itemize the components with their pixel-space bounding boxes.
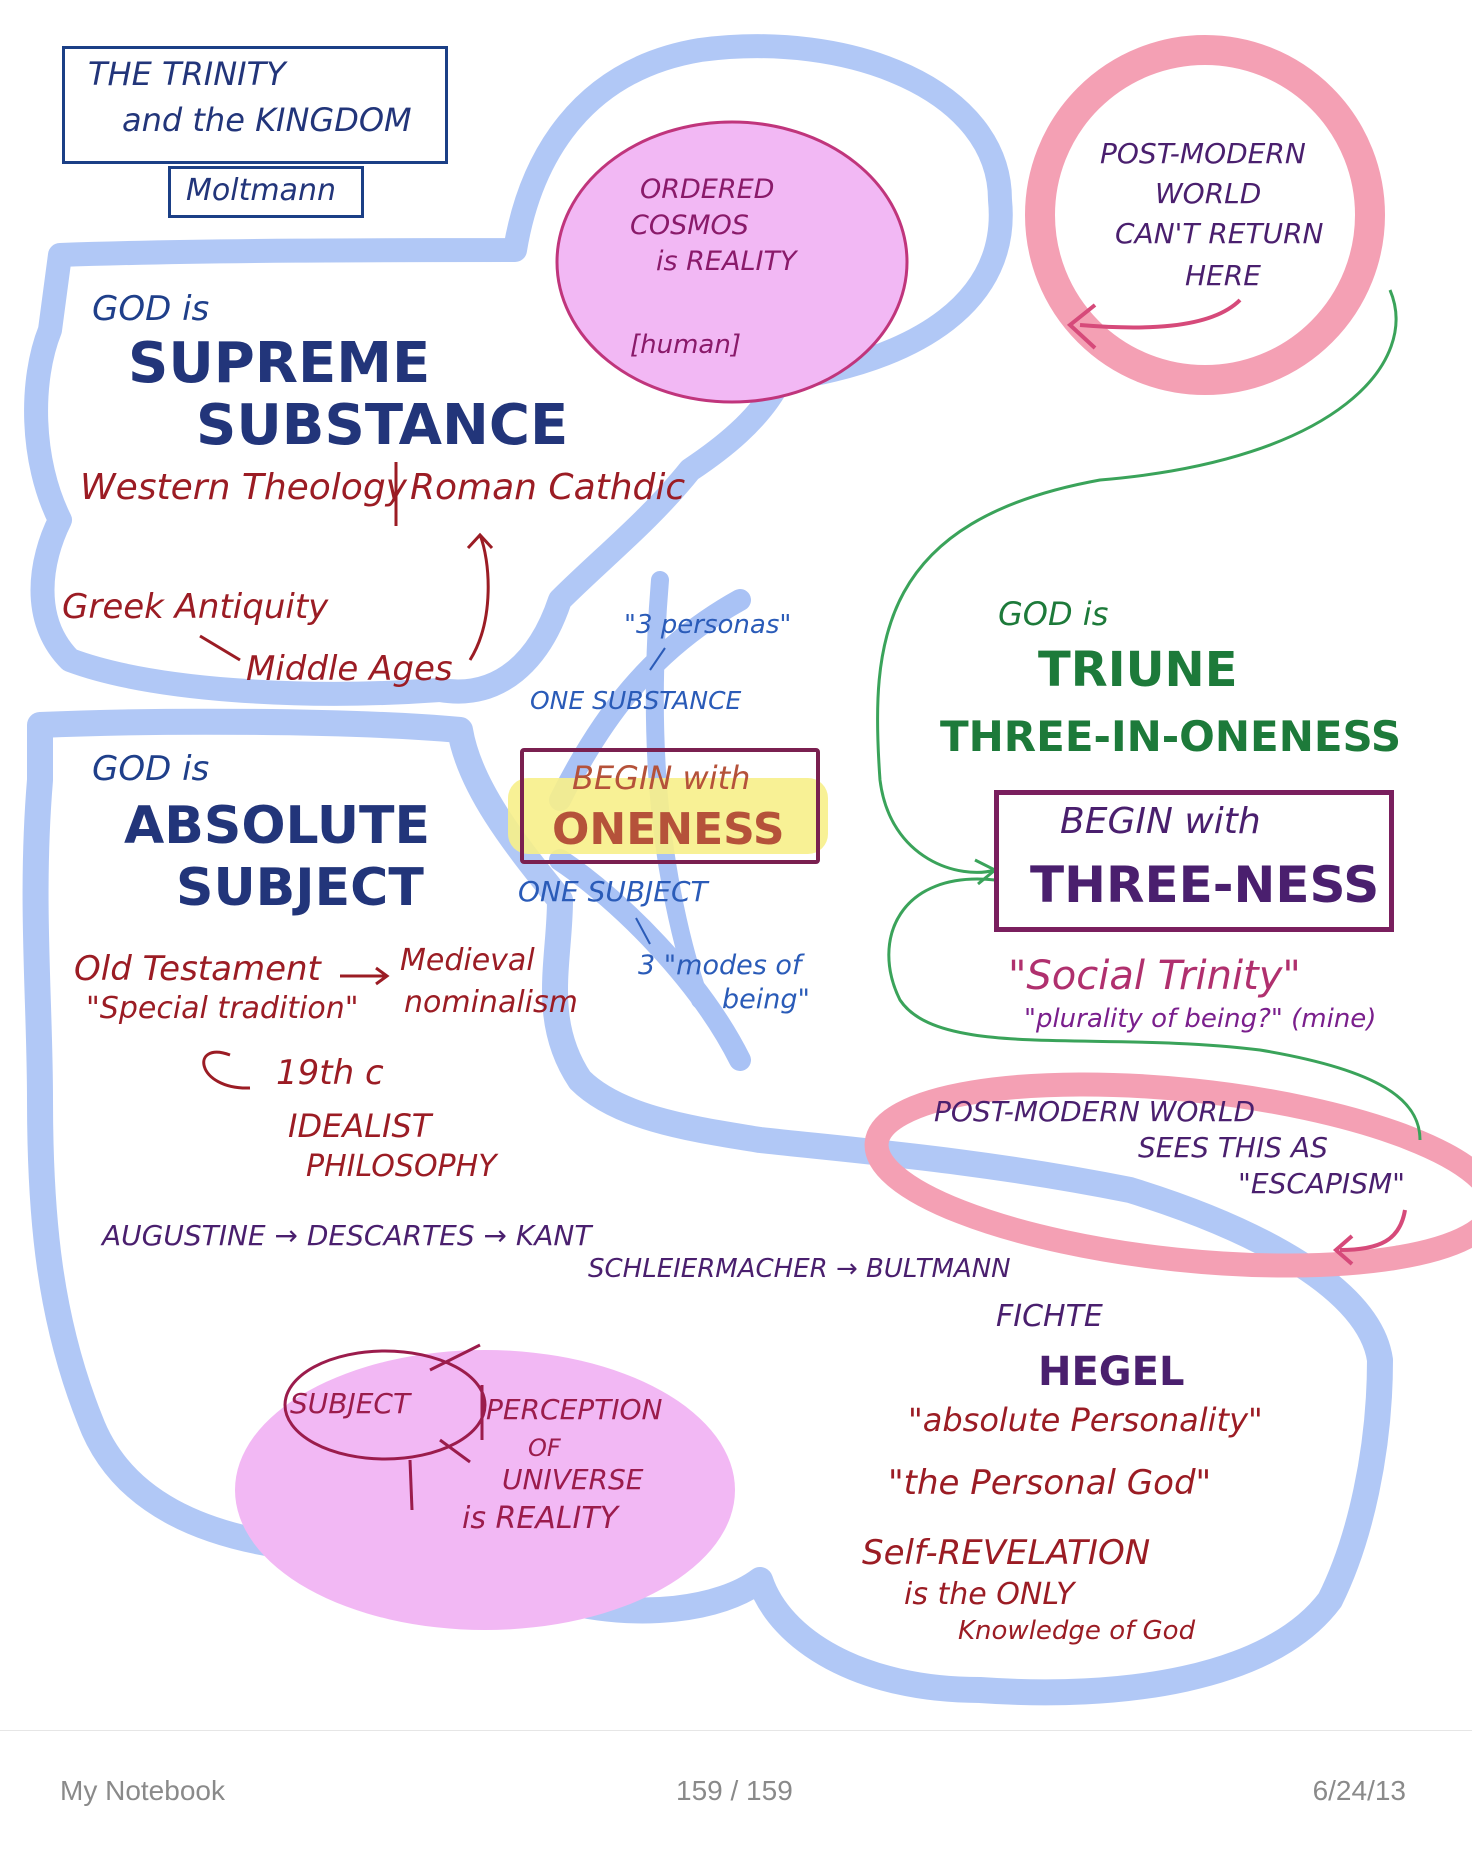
begin-threeness-box (994, 790, 1394, 932)
middle-ages: Middle Ages (246, 649, 453, 689)
blue-arrow-personas (649, 647, 666, 671)
philosophy: PHILOSOPHY (306, 1149, 497, 1184)
ordered-line2: COSMOS (630, 210, 749, 241)
subject-arrow-1 (429, 1343, 481, 1372)
triune-line2: THREE-IN-ONENESS (940, 712, 1402, 761)
blue-outline-bottom (22, 708, 1393, 1706)
begin-with-threeness-label: BEGIN with (1060, 801, 1261, 842)
knowledge-of-god: Knowledge of God (958, 1616, 1196, 1646)
self-revelation: Self-REVELATION (862, 1533, 1151, 1573)
blue-outline-top (24, 34, 1013, 706)
title-line2: and the KINGDOM (122, 101, 412, 139)
red-arrow-up (468, 534, 490, 661)
red-arrow-19 (202, 1050, 251, 1090)
ordered-line3: is REALITY (656, 246, 797, 277)
supreme-intro: GOD is (92, 289, 210, 329)
page-footer: My Notebook 159 / 159 6/24/13 (0, 1730, 1472, 1849)
notebook-name[interactable]: My Notebook (60, 1775, 225, 1806)
supreme-line2: SUBSTANCE (196, 393, 569, 458)
one-substance: ONE SUBSTANCE (530, 686, 742, 715)
subject-bubble-perception: PERCEPTION (486, 1393, 663, 1426)
sketch-drawing (22, 34, 1472, 1706)
nominalism: nominalism (404, 985, 578, 1020)
absolute-intro: GOD is (92, 749, 210, 789)
hegel: HEGEL (1038, 1349, 1185, 1395)
red-arrow-greek (199, 634, 241, 662)
green-curve-top (876, 289, 1398, 874)
subject-bubble-subject: SUBJECT (290, 1387, 411, 1420)
postmodern-top-line3: CAN'T RETURN (1115, 217, 1324, 250)
absolute-line1: ABSOLUTE (124, 796, 431, 856)
title-line1: THE TRINITY (88, 55, 286, 93)
is-the-only: is the ONLY (904, 1577, 1075, 1612)
oneness-label: ONENESS (552, 804, 785, 855)
blue-connector-1 (549, 589, 751, 811)
threeness-label: THREE-NESS (1030, 856, 1380, 914)
triune-intro: GOD is (998, 595, 1109, 633)
blue-arrow-modes (635, 917, 651, 945)
subject-bubble-universe: UNIVERSE (502, 1463, 644, 1496)
subject-loop (283, 1349, 487, 1461)
subject-arrow-2 (439, 1438, 471, 1464)
blue-connector-2 (549, 849, 751, 1071)
postmodern-ring-top (1025, 35, 1385, 395)
oneness-highlight (508, 778, 828, 854)
page-date: 6/24/13 (1312, 1775, 1406, 1806)
personal-god: "the Personal God" (888, 1463, 1212, 1503)
page-counter: 159 / 159 (676, 1775, 793, 1806)
fichte: FICHTE (996, 1299, 1103, 1334)
postmodern-top-line4: HERE (1185, 259, 1261, 292)
postmodern-top-line2: WORLD (1155, 177, 1262, 210)
green-curve-bottom (887, 877, 1422, 1141)
subject-bubble-reality: is REALITY (462, 1501, 619, 1536)
idealist: IDEALIST (288, 1107, 432, 1145)
postmodern-bottom-line1: POST-MODERN WORLD (934, 1095, 1256, 1128)
postmodern-top-line1: POST-MODERN (1100, 137, 1306, 170)
modes-being: being" (722, 984, 810, 1015)
old-testament: Old Testament (74, 949, 321, 989)
pink-arrow-bottom (1339, 1209, 1407, 1252)
three-personas: "3 personas" (624, 610, 792, 640)
social-trinity: "Social Trinity" (1008, 953, 1301, 999)
absolute-line2: SUBJECT (176, 858, 424, 918)
subject-bubble (235, 1350, 735, 1630)
plurality-of-being: "plurality of being?" (mine) (1024, 1004, 1377, 1034)
postmodern-bottom-line3: "ESCAPISM" (1238, 1167, 1406, 1200)
lineage-row2: SCHLEIERMACHER → BULTMANN (588, 1254, 1011, 1284)
subject-bubble-of: OF (528, 1434, 561, 1462)
ordered-note: [human] (630, 330, 741, 360)
begin-oneness-box (520, 748, 820, 864)
begin-with-oneness-label: BEGIN with (572, 759, 751, 797)
title-box (62, 46, 448, 164)
author-name: Moltmann (186, 173, 336, 208)
special-tradition: "Special tradition" (86, 991, 359, 1026)
western-theology: Western Theology (80, 467, 407, 508)
one-subject: ONE SUBJECT (518, 875, 708, 908)
medieval: Medieval (400, 943, 535, 978)
subject-arrow-3 (408, 1459, 414, 1511)
postmodern-ring-bottom (864, 1072, 1472, 1278)
author-box (168, 166, 364, 218)
greek-antiquity: Greek Antiquity (62, 587, 329, 627)
lineage-row1: AUGUSTINE → DESCARTES → KANT (102, 1219, 592, 1252)
supreme-line1: SUPREME (128, 331, 431, 396)
ordered-cosmos-bubble (555, 120, 909, 404)
absolute-personality: "absolute Personality" (908, 1401, 1263, 1439)
roman-catholic: Roman Cathdic (410, 467, 686, 508)
three-modes: 3 "modes of (638, 950, 802, 981)
ordered-line1: ORDERED (640, 174, 775, 205)
notebook-page: THE TRINITY and the KINGDOM Moltmann ORD… (22, 34, 1472, 1706)
pink-arrow-top (1079, 298, 1242, 330)
nineteenth-century: 19th c (276, 1053, 384, 1093)
postmodern-bottom-line2: SEES THIS AS (1138, 1131, 1328, 1164)
triune-line1: TRIUNE (1038, 642, 1238, 698)
